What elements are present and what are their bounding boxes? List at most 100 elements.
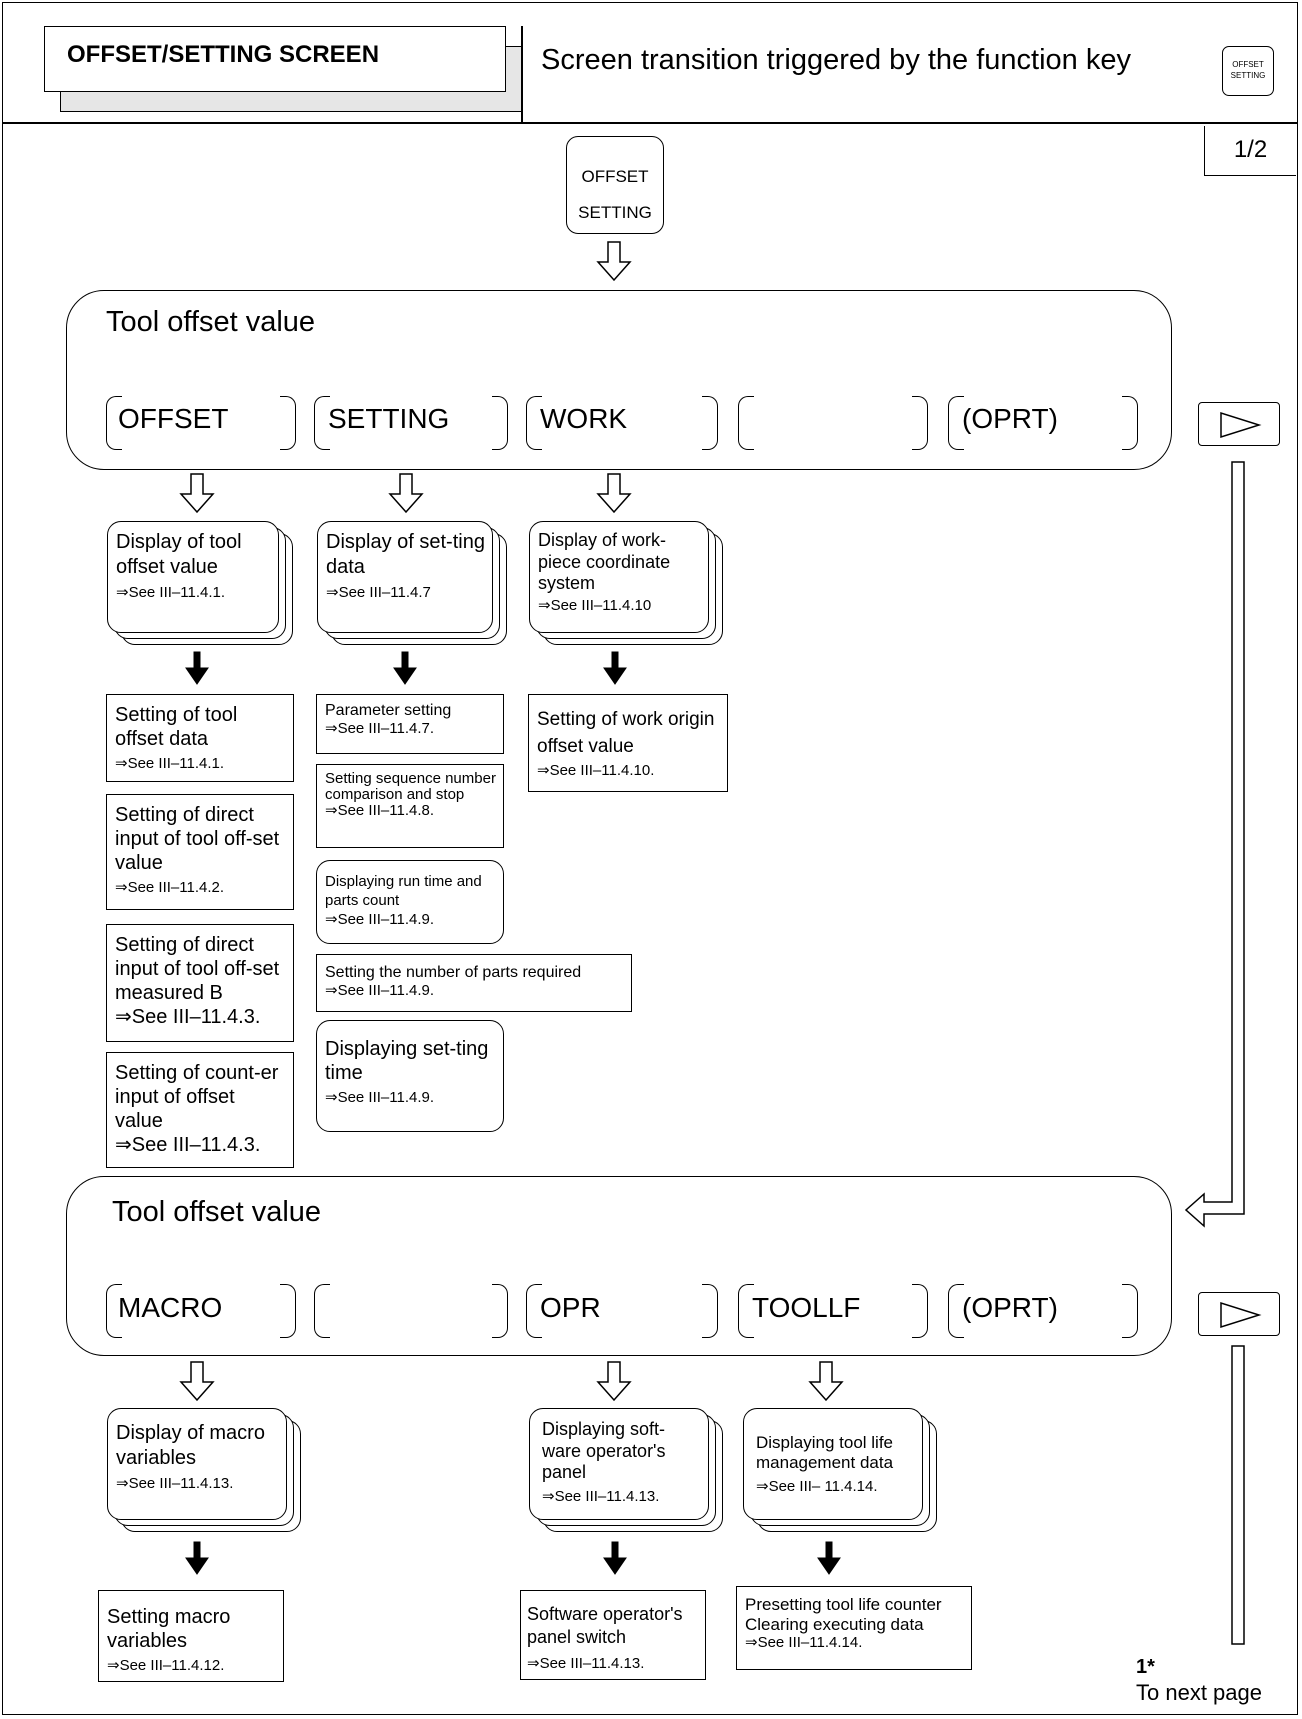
- see-reference: ⇒See III–11.4.9.: [325, 1089, 435, 1106]
- box-text: Setting of tool offset data: [115, 704, 238, 750]
- softkey-bracket-left: [738, 396, 754, 450]
- displaying-software-operators-panel[interactable]: Displaying soft-ware operator's panel ⇒S…: [529, 1408, 709, 1520]
- see-reference: ⇒See III–11.4.9.: [325, 982, 435, 1000]
- panel1-title: Tool offset value: [106, 306, 316, 338]
- next-menu-button[interactable]: [1198, 1292, 1280, 1336]
- see-reference: ⇒See III–11.4.7.: [325, 720, 435, 738]
- softkey-bracket-right: [280, 1284, 296, 1338]
- see-reference: ⇒See III–11.4.9.: [325, 910, 435, 928]
- softkey-bracket-right: [492, 396, 508, 450]
- softkey-opr[interactable]: OPR: [540, 1292, 601, 1323]
- down-arrow-icon: [179, 473, 215, 514]
- key-label-line1: OFFSET: [1232, 60, 1264, 69]
- continuation-line: [1231, 1345, 1245, 1645]
- softkey-macro[interactable]: MACRO: [118, 1292, 223, 1323]
- see-reference: ⇒See III–11.4.3.: [115, 1006, 261, 1028]
- box-text: Display of macro variables: [116, 1422, 265, 1469]
- header-subtitle: Screen transition triggered by the funct…: [541, 44, 1131, 76]
- see-reference: ⇒See III–11.4.12.: [107, 1657, 225, 1674]
- display-macro-variables[interactable]: Display of macro variables ⇒See III–11.4…: [107, 1408, 287, 1520]
- box-text: Display of tool offset value: [116, 531, 242, 578]
- softkey-bracket-right: [912, 1284, 928, 1338]
- softkey-bracket-right: [702, 1284, 718, 1338]
- setting-number-of-parts[interactable]: Setting the number of parts required ⇒Se…: [316, 954, 632, 1012]
- box-text: Displaying set-ting time: [325, 1038, 489, 1084]
- header-separator: [521, 26, 523, 122]
- function-key-line1: OFFSET: [581, 167, 649, 186]
- offset-setting-function-key[interactable]: OFFSET SETTING: [566, 136, 664, 234]
- see-reference: ⇒See III– 11.4.14.: [756, 1477, 878, 1495]
- softkey-oprt[interactable]: (OPRT): [962, 403, 1058, 434]
- softkey-bracket-right: [1122, 1284, 1138, 1338]
- box-text: Presetting tool life counter Clearing ex…: [745, 1595, 942, 1634]
- down-arrow-icon: [596, 241, 632, 282]
- software-operators-panel-switch[interactable]: Software operator's panel switch ⇒See II…: [520, 1590, 706, 1680]
- setting-macro-variables[interactable]: Setting macro variables ⇒See III–11.4.12…: [98, 1590, 284, 1682]
- down-arrow-icon: [808, 1361, 844, 1402]
- panel-tool-offset-1: [66, 290, 1172, 470]
- function-key-line2: SETTING: [578, 203, 652, 222]
- solid-down-arrow-icon: [817, 1541, 841, 1575]
- offset-setting-key-icon: OFFSET SETTING: [1222, 46, 1274, 96]
- box-text: Setting of direct input of tool off-set …: [115, 804, 280, 874]
- setting-sequence-number[interactable]: Setting sequence number comparison and s…: [316, 764, 504, 848]
- softkey-setting[interactable]: SETTING: [328, 403, 450, 434]
- box-text: Displaying soft-ware operator's panel: [542, 1419, 666, 1483]
- softkey-offset[interactable]: OFFSET: [118, 403, 229, 434]
- softkey-bracket-right: [492, 1284, 508, 1338]
- solid-down-arrow-icon: [185, 1541, 209, 1575]
- see-reference: ⇒See III–11.4.1.: [115, 755, 225, 772]
- parameter-setting[interactable]: Parameter setting ⇒See III–11.4.7.: [316, 694, 504, 754]
- solid-down-arrow-icon: [185, 651, 209, 685]
- setting-tool-offset-data[interactable]: Setting of tool offset data ⇒See III–11.…: [106, 694, 294, 782]
- presetting-tool-life-counter[interactable]: Presetting tool life counter Clearing ex…: [736, 1586, 972, 1670]
- see-reference: ⇒See III–11.4.10.: [537, 762, 655, 780]
- display-workpiece-coordinate[interactable]: Display of work-piece coordinate system …: [529, 521, 709, 633]
- setting-direct-input-measured-b[interactable]: Setting of direct input of tool off-set …: [106, 924, 294, 1042]
- box-text: Display of work-piece coordinate system: [538, 530, 671, 594]
- softkey-oprt[interactable]: (OPRT): [962, 1292, 1058, 1323]
- display-setting-data[interactable]: Display of set-ting data ⇒See III–11.4.7: [317, 521, 493, 633]
- page-title: OFFSET/SETTING SCREEN: [44, 26, 506, 92]
- box-text: Display of set-ting data: [326, 531, 485, 578]
- box-text: Displaying run time and parts count: [325, 873, 482, 909]
- see-reference: ⇒See III–11.4.3.: [115, 1134, 261, 1156]
- key-label-line2: SETTING: [1230, 71, 1266, 81]
- panel2-title: Tool offset value: [112, 1196, 322, 1228]
- to-next-page-label: To next page: [1136, 1680, 1262, 1705]
- setting-counter-input-offset[interactable]: Setting of count-er input of offset valu…: [106, 1052, 294, 1168]
- left-arrow-icon: [1184, 461, 1245, 1228]
- see-reference: ⇒See III–11.4.13.: [527, 1654, 645, 1672]
- box-text: Setting sequence number comparison and s…: [325, 770, 496, 803]
- down-arrow-icon: [596, 1361, 632, 1402]
- see-reference: ⇒See III–11.4.8.: [325, 801, 435, 819]
- box-text: Setting macro variables: [107, 1606, 231, 1652]
- panel-tool-offset-2: [66, 1176, 1172, 1356]
- display-tool-offset-value[interactable]: Display of tool offset value ⇒See III–11…: [107, 521, 279, 633]
- box-text: Setting of direct input of tool off-set …: [115, 934, 280, 1004]
- solid-down-arrow-icon: [393, 651, 417, 685]
- softkey-work[interactable]: WORK: [540, 403, 628, 434]
- see-reference: ⇒See III–11.4.7: [326, 584, 431, 601]
- next-menu-button[interactable]: [1198, 402, 1280, 446]
- displaying-run-time[interactable]: Displaying run time and parts count ⇒See…: [316, 860, 504, 944]
- softkey-bracket-left: [948, 1284, 964, 1338]
- see-reference: ⇒See III–11.4.1.: [116, 584, 226, 601]
- next-triangle-icon: [1220, 1301, 1262, 1329]
- box-text: Setting of work origin offset value: [537, 709, 715, 757]
- see-reference: ⇒See III–11.4.14.: [745, 1634, 863, 1652]
- softkey-bracket-left: [526, 396, 542, 450]
- softkey-bracket-right: [702, 396, 718, 450]
- softkey-toollf[interactable]: TOOLLF: [752, 1292, 861, 1323]
- box-text: Software operator's panel switch: [527, 1604, 683, 1648]
- setting-work-origin-offset[interactable]: Setting of work origin offset value ⇒See…: [528, 694, 728, 792]
- setting-direct-input-tool-offset[interactable]: Setting of direct input of tool off-set …: [106, 794, 294, 910]
- displaying-setting-time[interactable]: Displaying set-ting time ⇒See III–11.4.9…: [316, 1020, 504, 1132]
- box-text: Displaying tool life management data: [756, 1433, 894, 1473]
- softkey-bracket-left: [314, 396, 330, 450]
- page-indicator: 1/2: [1204, 126, 1296, 176]
- solid-down-arrow-icon: [603, 1541, 627, 1575]
- displaying-tool-life-management-data[interactable]: Displaying tool life management data ⇒Se…: [743, 1408, 923, 1520]
- solid-down-arrow-icon: [603, 651, 627, 685]
